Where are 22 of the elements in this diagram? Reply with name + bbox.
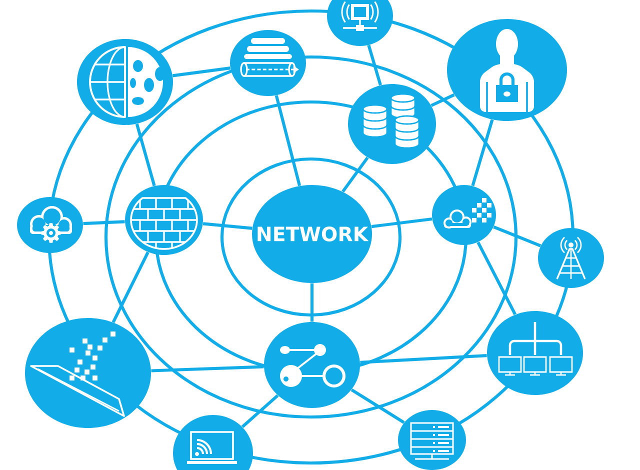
connector-line [471, 119, 494, 186]
connector-line [360, 354, 487, 364]
connector-line [172, 66, 230, 78]
icon-circle [538, 228, 604, 288]
icon-circle [125, 185, 204, 255]
icon-circle [398, 410, 466, 470]
icon-circle [24, 318, 152, 428]
connector-line [83, 220, 125, 226]
connector-line [151, 365, 264, 372]
connector-line [241, 394, 279, 428]
connector-line [350, 388, 405, 424]
connector-line [112, 252, 150, 323]
connector-line [430, 93, 455, 107]
icon-circle [264, 322, 360, 408]
connector-line [493, 226, 542, 248]
connector-line [371, 217, 432, 228]
icon-circle [486, 311, 584, 395]
connector-line [476, 242, 517, 316]
connector-line [367, 44, 382, 86]
connector-line [202, 222, 252, 230]
connector-line [274, 95, 302, 186]
connector-line [135, 124, 156, 186]
